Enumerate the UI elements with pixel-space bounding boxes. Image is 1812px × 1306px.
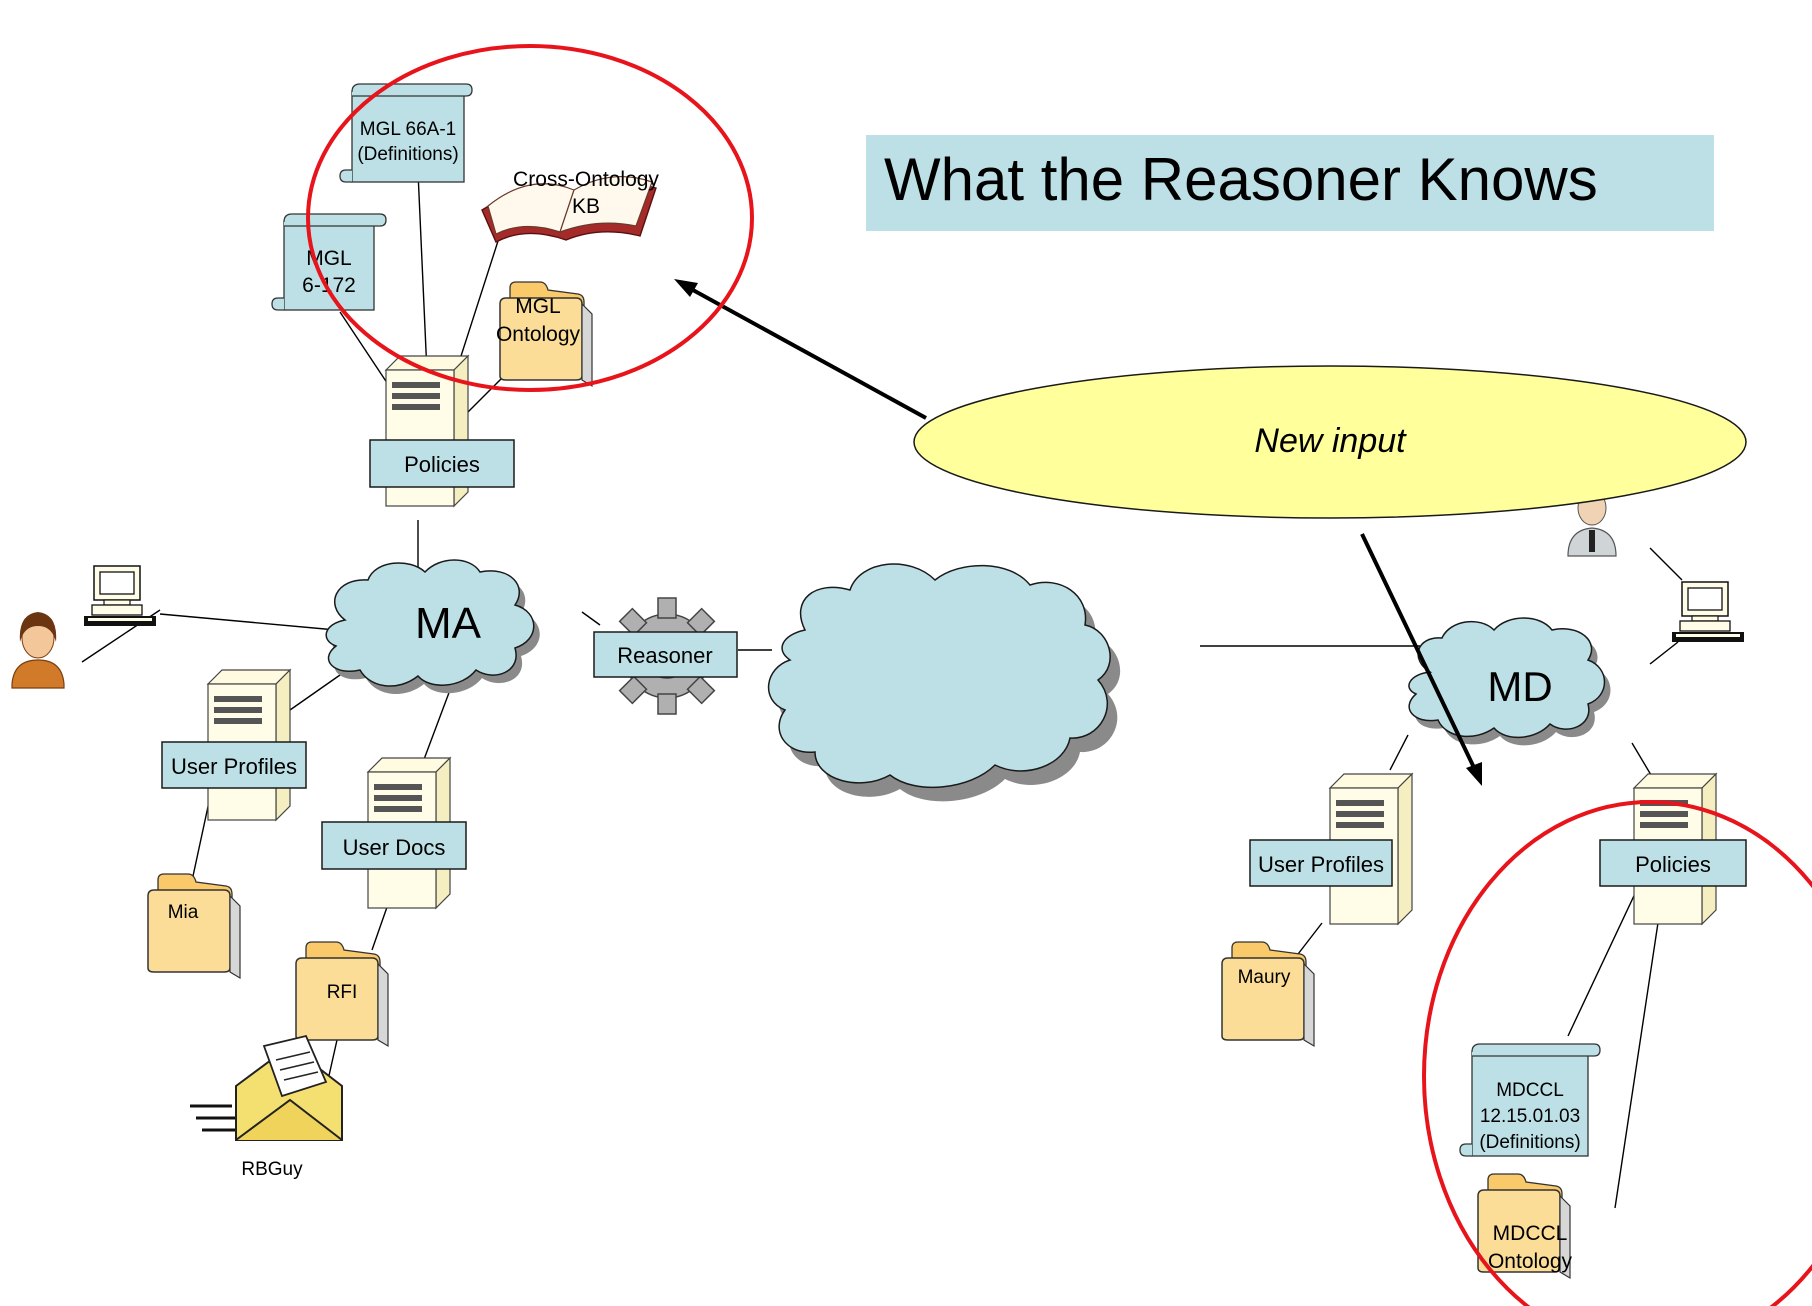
- book-icon: [481, 175, 657, 243]
- new-input-label: New input: [1254, 422, 1407, 460]
- svg-text:Policies: Policies: [404, 452, 480, 477]
- new-input-callout: New input: [913, 365, 1747, 519]
- arrow-to-md: [1360, 533, 1482, 786]
- envelope-icon: [190, 1034, 343, 1141]
- mgl-6-172-scroll: MGL 6-172: [271, 213, 387, 311]
- ma-cloud: MA: [325, 559, 540, 695]
- woman-user-icon: [11, 612, 65, 689]
- rbguy-label: RBGuy: [241, 1159, 303, 1180]
- rfi-folder-icon: RFI: [295, 941, 389, 1047]
- mdccl-scroll: MDCCL 12.15.01.03 (Definitions): [1459, 1043, 1601, 1157]
- svg-text:MDCCL: MDCCL: [1496, 1080, 1564, 1101]
- md-cloud: MD: [1408, 617, 1611, 746]
- md-computer-icon: [1671, 581, 1745, 643]
- arrow-to-knowledge: [674, 279, 927, 420]
- reasoner-box: Reasoner: [593, 631, 738, 678]
- md-knowledge-highlight: [1422, 800, 1812, 1306]
- middle-cloud: [768, 563, 1121, 802]
- svg-text:Ontology: Ontology: [496, 323, 581, 346]
- svg-text:(Definitions): (Definitions): [357, 144, 458, 165]
- svg-text:MDCCL: MDCCL: [1493, 1222, 1568, 1245]
- svg-text:RFI: RFI: [327, 982, 358, 1003]
- ma-computer-icon: [83, 565, 157, 627]
- officer-user-icon: [1567, 489, 1617, 557]
- ma-user-profiles-box: User Profiles: [161, 741, 307, 789]
- md-cloud-label: MD: [1487, 663, 1552, 710]
- ma-knowledge-highlight: [306, 44, 754, 392]
- ma-user-docs-box: User Docs: [321, 821, 467, 870]
- svg-text:12.15.01.03: 12.15.01.03: [1480, 1106, 1580, 1127]
- svg-text:Mia: Mia: [168, 902, 199, 923]
- svg-text:(Definitions): (Definitions): [1479, 1132, 1580, 1153]
- mdccl-ontology-folder-icon: MDCCL Ontology: [1477, 1173, 1573, 1279]
- svg-text:Ontology: Ontology: [1488, 1250, 1573, 1273]
- cross-ontology-label: Cross-Ontology: [513, 168, 659, 191]
- mgl-ontology-folder-icon: MGL Ontology: [496, 281, 593, 387]
- svg-text:User Profiles: User Profiles: [1258, 852, 1384, 877]
- ma-policies-box: Policies: [369, 439, 515, 488]
- md-policies-box: Policies: [1599, 839, 1747, 887]
- svg-text:User Docs: User Docs: [343, 835, 446, 860]
- reasoner-label: Reasoner: [617, 643, 712, 668]
- svg-text:User Profiles: User Profiles: [171, 754, 297, 779]
- ma-cloud-label: MA: [415, 599, 482, 648]
- cross-ontology-kb-label: KB: [572, 195, 600, 218]
- svg-text:MGL 66A-1: MGL 66A-1: [360, 119, 456, 140]
- title-box: [866, 135, 1714, 231]
- maury-folder-icon: Maury: [1221, 941, 1315, 1047]
- svg-text:6-172: 6-172: [302, 274, 356, 297]
- svg-text:Policies: Policies: [1635, 852, 1711, 877]
- mia-folder-icon: Mia: [147, 873, 241, 979]
- slide-title: What the Reasoner Knows: [884, 146, 1598, 213]
- md-user-profiles-box: User Profiles: [1249, 839, 1393, 887]
- svg-text:Maury: Maury: [1238, 967, 1291, 988]
- mgl-66a-scroll: MGL 66A-1 (Definitions): [339, 83, 473, 183]
- svg-text:MGL: MGL: [515, 295, 561, 318]
